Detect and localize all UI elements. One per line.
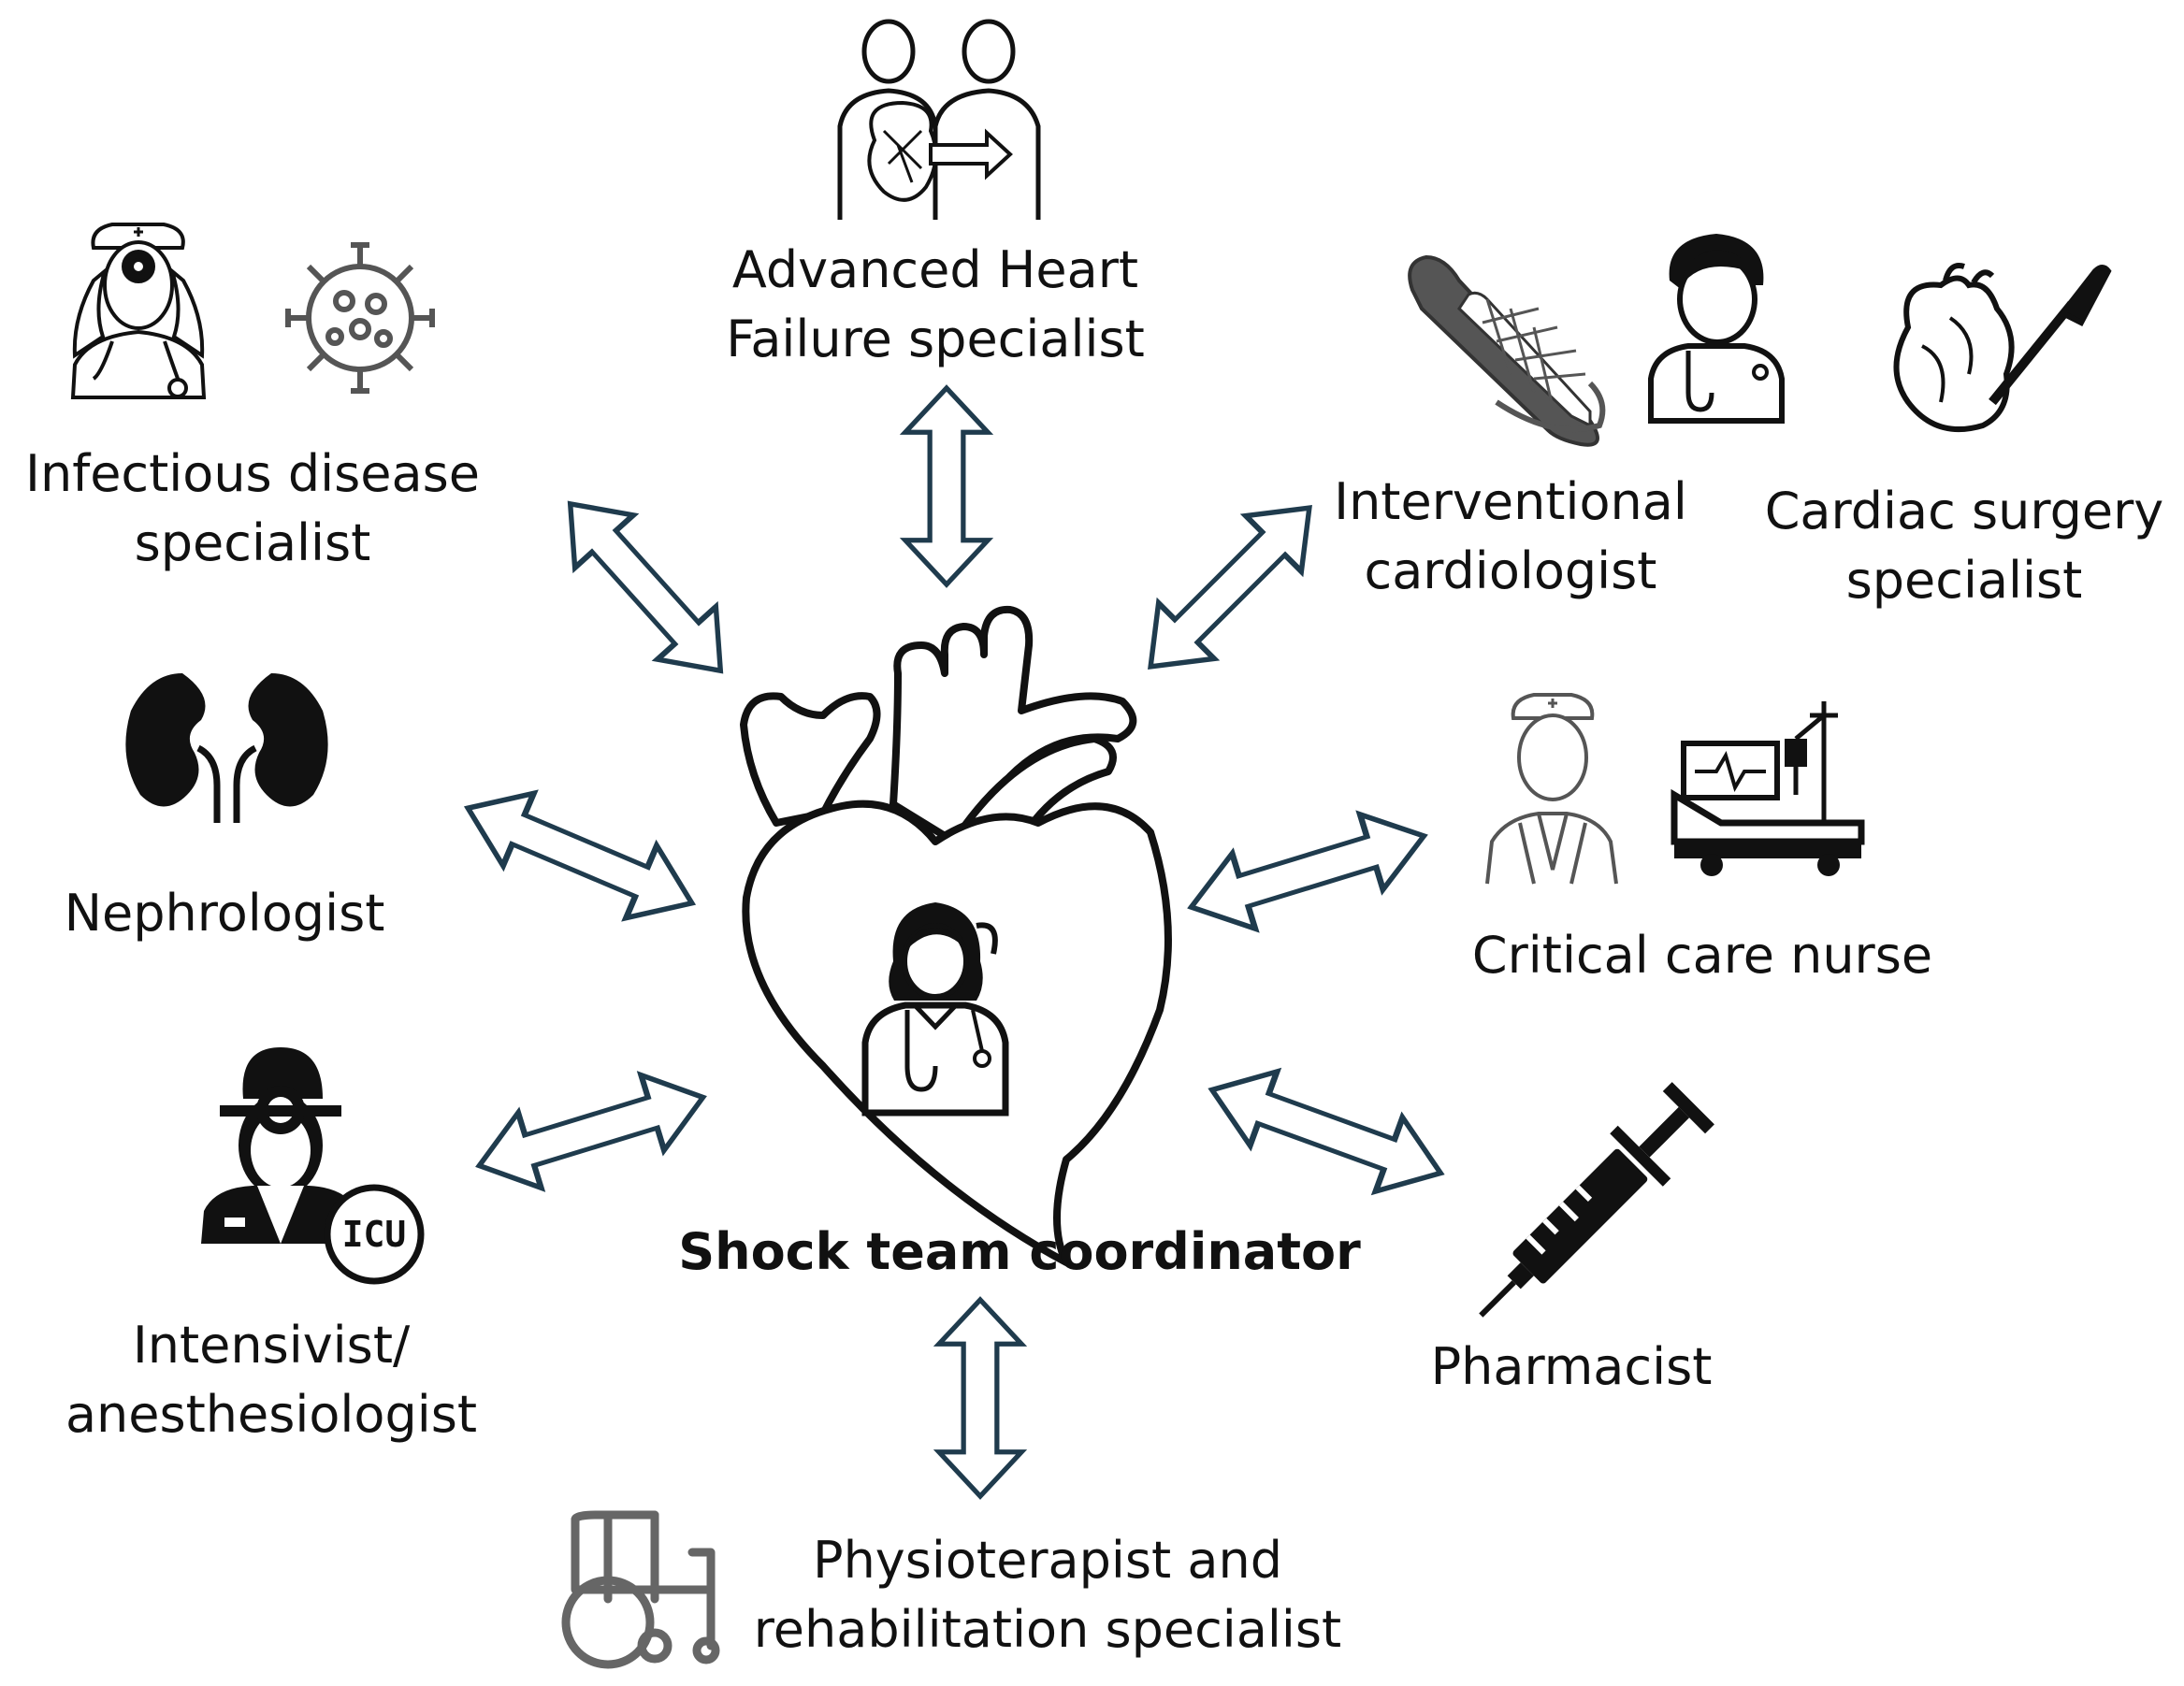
- intensivist-label: Intensivist/ anesthesiologist: [37, 1311, 505, 1449]
- cardiac-surgery-label: Cardiac surgery specialist: [1749, 477, 2179, 615]
- icu-badge: ICU: [324, 1184, 425, 1285]
- critical-care-label: Critical care nurse: [1440, 921, 1964, 990]
- wheelchair-icon: [561, 1510, 720, 1669]
- infectious-nurse-icon: [70, 223, 207, 399]
- advanced-hf-label: Advanced Heart Failure specialist: [692, 236, 1179, 374]
- interventional-line2: cardiologist: [1364, 541, 1657, 600]
- nephrologist-line1: Nephrologist: [64, 884, 385, 943]
- arrow-to-infectious: [541, 478, 749, 698]
- stent-icon: [1408, 254, 1606, 447]
- arrow-to-physio: [939, 1300, 1021, 1496]
- arrow-to-nephrologist: [453, 772, 707, 940]
- arrow-to-interventional: [1122, 480, 1337, 694]
- intensivist-icon: [201, 1047, 360, 1244]
- arrow-to-pharmacist: [1198, 1053, 1454, 1210]
- infectious-label: Infectious disease specialist: [0, 440, 505, 578]
- physio-line2: rehabilitation specialist: [753, 1600, 1342, 1659]
- infectious-line2: specialist: [134, 513, 371, 572]
- syringe-icon: [1479, 1082, 1714, 1318]
- physio-line1: Physioterapist and: [813, 1531, 1282, 1590]
- interventional-line1: Interventional: [1334, 472, 1687, 531]
- infectious-line1: Infectious disease: [25, 444, 480, 503]
- intensivist-line2: anesthesiologist: [65, 1385, 478, 1444]
- arrow-to-intensivist: [468, 1059, 715, 1203]
- kidneys-icon: [125, 673, 328, 823]
- cardiac-surgery-icon: [1893, 263, 2112, 433]
- cardiologist-doctor-icon: [1648, 234, 1785, 424]
- icu-bed-icon: [1671, 701, 1865, 876]
- intensivist-line1: Intensivist/: [132, 1316, 411, 1375]
- advanced-hf-icon: [837, 19, 1041, 220]
- critical-care-line1: Critical care nurse: [1471, 926, 1933, 985]
- center-label: Shock team coordinator: [678, 1222, 1361, 1281]
- arrow-to-critical-care: [1179, 799, 1435, 944]
- critical-care-nurse-icon: [1485, 693, 1618, 885]
- arrow-to-advanced-hf: [905, 388, 988, 584]
- cardiac-surgery-line2: specialist: [1845, 551, 2083, 610]
- nephrologist-label: Nephrologist: [37, 879, 412, 948]
- virus-icon: [285, 242, 435, 394]
- physio-label: Physioterapist and rehabilitation specia…: [720, 1526, 1375, 1664]
- cardiac-surgery-line1: Cardiac surgery: [1764, 482, 2164, 540]
- icu-badge-text: ICU: [342, 1214, 407, 1255]
- pharmacist-line1: Pharmacist: [1430, 1337, 1713, 1396]
- interventional-label: Interventional cardiologist: [1309, 468, 1712, 606]
- advanced-hf-line2: Failure specialist: [726, 310, 1145, 368]
- coordinator-doctor-icon: [861, 902, 1009, 1117]
- advanced-hf-line1: Advanced Heart: [731, 240, 1139, 299]
- pharmacist-label: Pharmacist: [1384, 1333, 1758, 1402]
